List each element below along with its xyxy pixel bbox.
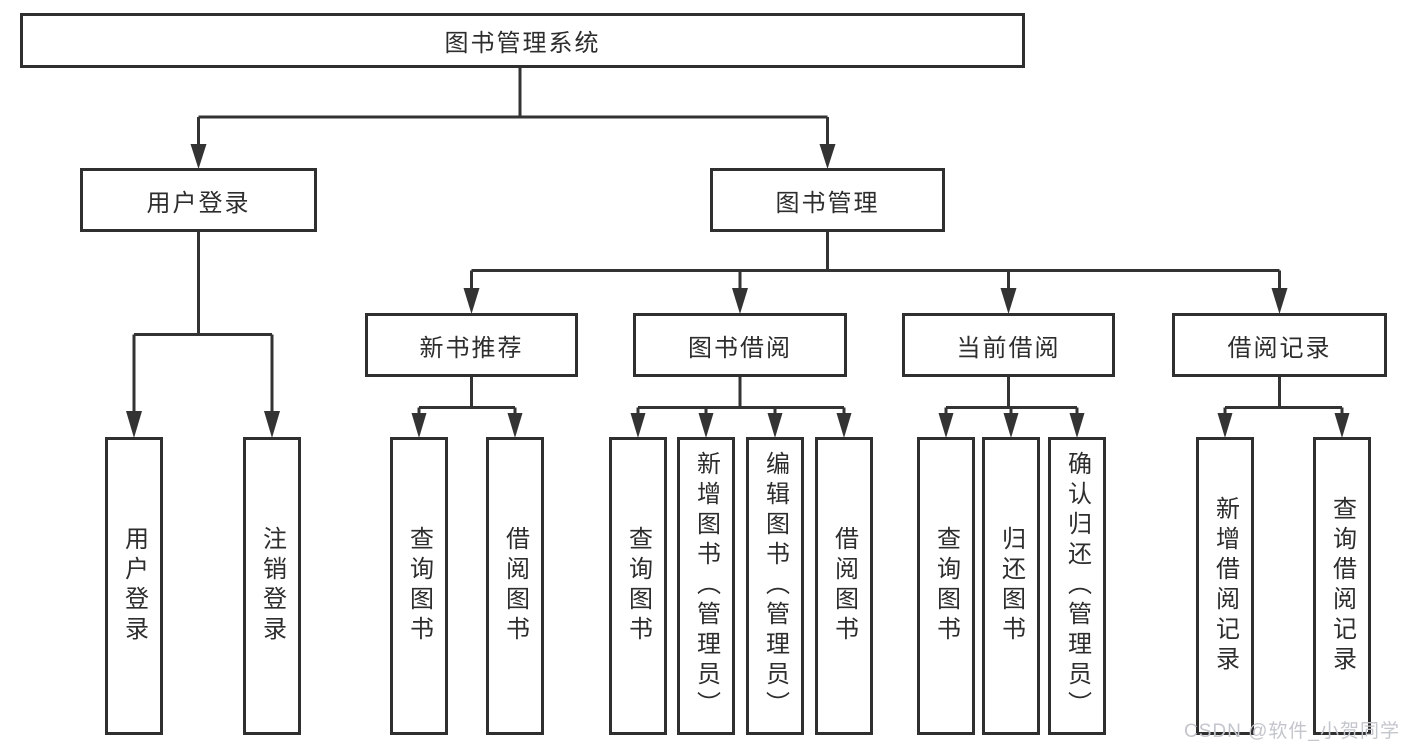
connector-currentborrow-to-leaves [938, 377, 1085, 438]
node-borrow-record: 借阅记录 [1172, 313, 1387, 377]
leaf-bb-add-book-admin: 新增图书（管理员） [677, 437, 735, 735]
node-new-book-recommend: 新书推荐 [365, 313, 578, 377]
node-current-borrow: 当前借阅 [902, 313, 1115, 377]
leaf-bb-add-book-admin-label: 新增图书（管理员） [692, 451, 720, 721]
leaf-br-query-record-label: 查询借阅记录 [1328, 496, 1356, 676]
node-new-book-recommend-label: 新书推荐 [419, 334, 524, 362]
node-user-login-label: 用户登录 [146, 189, 251, 217]
leaf-user-login: 用户登录 [105, 437, 163, 735]
connector-root-to-level1 [190, 68, 836, 169]
csdn-watermark: CSDN @软件_小贺同学 [1184, 721, 1400, 742]
leaf-br-add-record-label: 新增借阅记录 [1211, 496, 1239, 676]
connector-userlogin-to-leaves [126, 232, 280, 438]
node-root-label: 图书管理系统 [444, 30, 601, 57]
leaf-bb-edit-book-admin-label: 编辑图书（管理员） [761, 451, 789, 721]
node-book-management: 图书管理 [710, 168, 945, 232]
leaf-nbr-query-book: 查询图书 [390, 437, 448, 735]
leaf-cb-return-book-label: 归还图书 [997, 526, 1025, 646]
leaf-cb-query-book-label: 查询图书 [932, 526, 960, 646]
leaf-cb-query-book: 查询图书 [917, 437, 975, 735]
leaf-cb-confirm-return-admin: 确认归还（管理员） [1048, 437, 1106, 735]
leaf-nbr-borrow-book: 借阅图书 [486, 437, 544, 735]
connector-bookborrow-to-leaves [630, 377, 852, 438]
node-borrow-record-label: 借阅记录 [1227, 334, 1332, 362]
leaf-bb-edit-book-admin: 编辑图书（管理员） [746, 437, 804, 735]
node-current-borrow-label: 当前借阅 [956, 334, 1061, 362]
connector-newbookrec-to-leaves [411, 377, 523, 438]
node-book-borrow-label: 图书借阅 [688, 334, 792, 362]
leaf-cb-confirm-return-admin-label: 确认归还（管理员） [1063, 451, 1091, 721]
node-root: 图书管理系统 [20, 13, 1025, 68]
leaf-user-login-label: 用户登录 [120, 526, 148, 646]
leaf-bb-query-book-label: 查询图书 [624, 526, 652, 646]
leaf-bb-borrow-book: 借阅图书 [815, 437, 873, 735]
connector-borrowrecord-to-leaves [1217, 377, 1350, 438]
leaf-nbr-borrow-book-label: 借阅图书 [501, 526, 529, 646]
leaf-nbr-query-book-label: 查询图书 [405, 526, 433, 646]
node-user-login: 用户登录 [80, 168, 317, 232]
node-book-borrow: 图书借阅 [633, 313, 847, 377]
leaf-br-add-record: 新增借阅记录 [1196, 437, 1254, 735]
node-book-management-label: 图书管理 [775, 189, 880, 217]
leaf-bb-query-book: 查询图书 [609, 437, 667, 735]
leaf-logout-label: 注销登录 [258, 526, 286, 646]
leaf-bb-borrow-book-label: 借阅图书 [830, 526, 858, 646]
connector-bookmgmt-to-level2 [463, 232, 1288, 314]
leaf-cb-return-book: 归还图书 [982, 437, 1040, 735]
leaf-br-query-record: 查询借阅记录 [1313, 437, 1371, 735]
leaf-logout: 注销登录 [243, 437, 301, 735]
